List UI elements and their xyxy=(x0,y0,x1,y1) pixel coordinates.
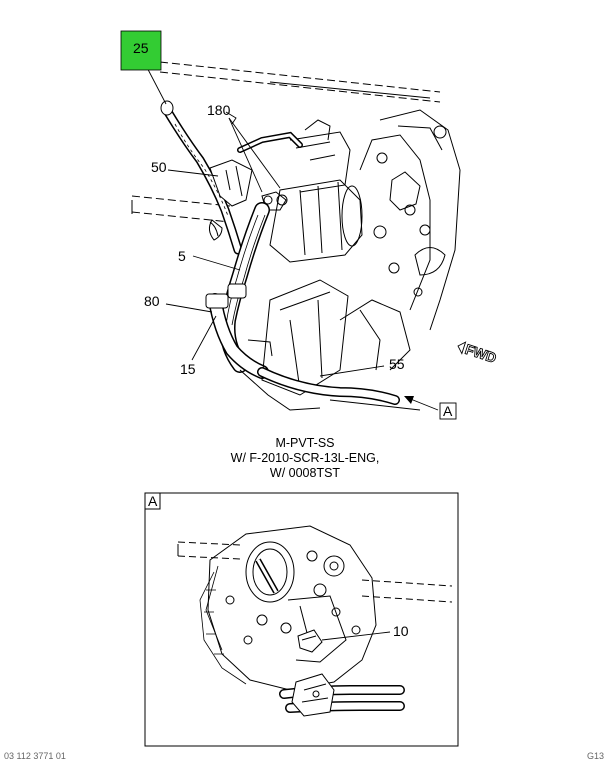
caption-line-1: M-PVT-SS xyxy=(275,436,335,450)
footer-sheet-id: G13 xyxy=(586,751,604,761)
callout-50: 50 xyxy=(151,159,167,175)
caption-line-3: W/ 0008TST xyxy=(269,466,341,480)
main-view-illustration xyxy=(131,61,461,411)
fwd-arrow-icon xyxy=(457,341,467,355)
view-a-label: A xyxy=(443,403,453,419)
detail-a-label: A xyxy=(148,493,158,509)
callout-80: 80 xyxy=(144,293,160,309)
callout-5: 5 xyxy=(178,248,186,264)
fwd-label: FWD xyxy=(463,341,498,366)
callout-25-highlight xyxy=(120,30,162,71)
callout-10: 10 xyxy=(393,623,409,639)
callout-25: 25 xyxy=(133,40,149,56)
callout-180: 180 xyxy=(207,102,231,118)
view-a-reference: A xyxy=(404,396,457,420)
fwd-indicator: FWD xyxy=(457,340,499,366)
callout-15: 15 xyxy=(180,361,196,377)
diagram-caption: M-PVT-SS W/ F-2010-SCR-13L-ENG, W/ 0008T… xyxy=(0,436,610,481)
detail-a-illustration xyxy=(177,525,453,717)
view-arrow-icon xyxy=(404,396,414,404)
caption-line-2: W/ F-2010-SCR-13L-ENG, xyxy=(230,451,380,465)
callout-55: 55 xyxy=(389,356,405,372)
footer-document-number: 03 112 3771 01 xyxy=(4,751,66,761)
detail-callout-leaders xyxy=(321,631,391,641)
